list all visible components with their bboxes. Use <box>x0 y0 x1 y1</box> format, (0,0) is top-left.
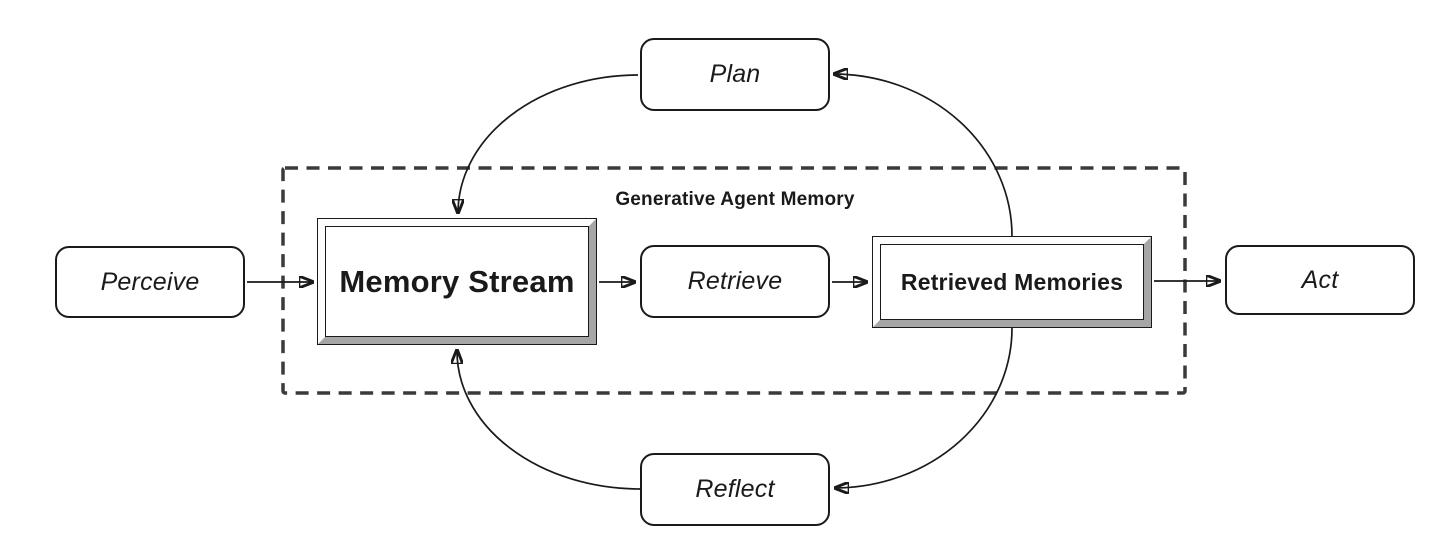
node-retrieve-label: Retrieve <box>687 267 783 295</box>
node-retrieved-memories: Retrieved Memories <box>872 236 1152 328</box>
edge-retrieved-memories-to-plan-arrow <box>834 74 1013 237</box>
node-plan-label: Plan <box>709 60 761 88</box>
node-plan: Plan <box>640 38 830 111</box>
node-act-label: Act <box>1301 265 1339 294</box>
node-memory-stream: Memory Stream <box>317 218 597 345</box>
memory-stream-bevel-frame: Memory Stream <box>318 219 596 344</box>
node-memory-stream-label: Memory Stream <box>339 263 575 299</box>
node-perceive: Perceive <box>55 246 245 318</box>
edge-retrieved-memories-to-reflect-arrow <box>835 327 1013 488</box>
retrieved-memories-bevel-frame: Retrieved Memories <box>873 237 1151 327</box>
node-retrieved-memories-label: Retrieved Memories <box>900 268 1124 295</box>
node-perceive-label: Perceive <box>100 267 200 296</box>
edge-reflect-to-memory-stream-arrow <box>457 350 641 490</box>
group-title: Generative Agent Memory <box>615 189 855 210</box>
node-reflect: Reflect <box>640 453 830 526</box>
edge-plan-to-memory-stream-arrow <box>458 74 639 213</box>
node-act: Act <box>1225 245 1415 315</box>
node-retrieve: Retrieve <box>640 245 830 318</box>
node-reflect-label: Reflect <box>695 475 775 503</box>
